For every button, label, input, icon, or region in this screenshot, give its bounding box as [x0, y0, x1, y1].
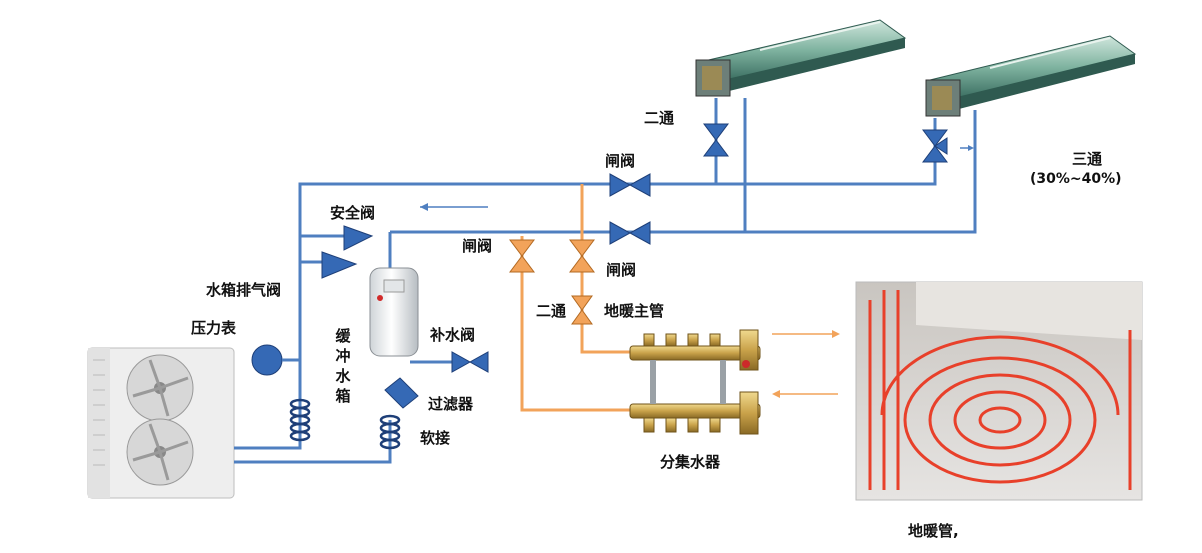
makeup-valve	[451, 351, 489, 373]
label-floor-heating-pipe: 地暖管,	[908, 522, 959, 540]
manifold	[629, 329, 761, 435]
label-gate-valve-right: 闸阀	[606, 261, 637, 279]
tank-vent-valve	[321, 251, 358, 279]
flex-joint-left	[289, 398, 311, 442]
filter	[384, 377, 419, 409]
label-flex-joint: 软接	[420, 429, 451, 447]
label-buffer-tank: 缓冲水箱	[335, 327, 351, 405]
gate-valve-top	[609, 173, 651, 197]
label-three-way-percentage: (30%~40%)	[1030, 171, 1122, 187]
two-way-valve-bottom	[571, 295, 593, 325]
fan-coil-unit-1	[695, 19, 907, 97]
flow-arrows	[420, 145, 974, 398]
gate-valve-right	[569, 239, 595, 273]
heat-pump-unit	[87, 347, 235, 499]
two-way-valve-top	[703, 123, 729, 157]
label-gate-valve-left: 闸阀	[462, 237, 493, 255]
label-manifold: 分集水器	[660, 453, 721, 471]
label-filter: 过滤器	[428, 395, 474, 413]
safety-valve	[343, 225, 374, 251]
flex-joint-right	[379, 414, 401, 450]
gate-valve-return	[609, 221, 651, 245]
pressure-gauge	[251, 344, 300, 376]
label-floor-main-pipe: 地暖主管	[604, 302, 665, 320]
label-three-way: 三通	[1072, 150, 1103, 168]
label-gate-valve-top: 闸阀	[605, 152, 636, 170]
label-tank-vent-valve: 水箱排气阀	[206, 281, 282, 299]
fan-coil-unit-2	[925, 35, 1137, 117]
floor-heating-photo	[855, 281, 1143, 501]
label-safety-valve: 安全阀	[330, 204, 376, 222]
label-two-way-bottom: 二通	[536, 302, 567, 320]
label-pressure-gauge: 压力表	[191, 319, 237, 337]
three-way-valve	[922, 129, 948, 163]
buffer-tank	[369, 267, 419, 357]
label-two-way-top: 二通	[644, 109, 675, 127]
gate-valve-left	[509, 239, 535, 273]
label-makeup-valve: 补水阀	[430, 326, 476, 344]
